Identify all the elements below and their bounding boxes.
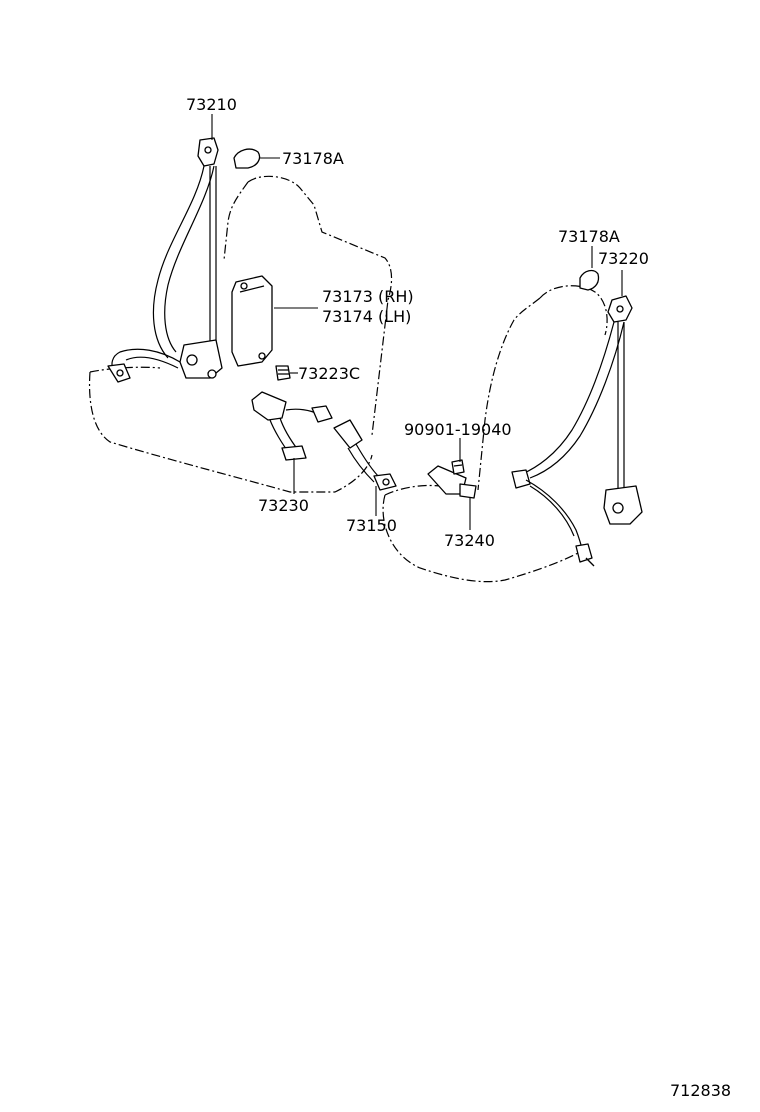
- leader-lines: [211, 114, 623, 530]
- label-73210: 73210: [186, 95, 237, 114]
- right-buckle-73240: [427, 465, 477, 499]
- center-buckle-73230: [251, 391, 333, 461]
- label-73230: 73230: [258, 496, 309, 515]
- label-73240: 73240: [444, 531, 495, 550]
- left-cover-cap: [233, 148, 261, 169]
- side-airbag-module: [231, 275, 273, 367]
- bolt-90901-19040: [451, 459, 465, 475]
- right-cover-cap: [579, 269, 600, 291]
- figure-id: 712838: [670, 1081, 731, 1100]
- part-labels: 73210 73178A 73173 (RH) 73174 (LH) 73223…: [186, 95, 731, 1100]
- right-seat-outline: [382, 285, 608, 583]
- label-90901-19040: 90901-19040: [404, 420, 512, 439]
- label-73220: 73220: [598, 249, 649, 268]
- label-73173-rh: 73173 (RH): [322, 287, 414, 306]
- label-73174-lh: 73174 (LH): [322, 307, 411, 326]
- label-73223c: 73223C: [298, 364, 360, 383]
- label-73178a-left: 73178A: [282, 149, 344, 168]
- left-seat-belt-assembly: [107, 137, 223, 383]
- label-73178a-right: 73178A: [558, 227, 620, 246]
- right-seat-belt-assembly: [511, 295, 643, 567]
- bolt-73223c: [275, 365, 291, 381]
- center-belt-73150: [333, 419, 397, 491]
- label-73150: 73150: [346, 516, 397, 535]
